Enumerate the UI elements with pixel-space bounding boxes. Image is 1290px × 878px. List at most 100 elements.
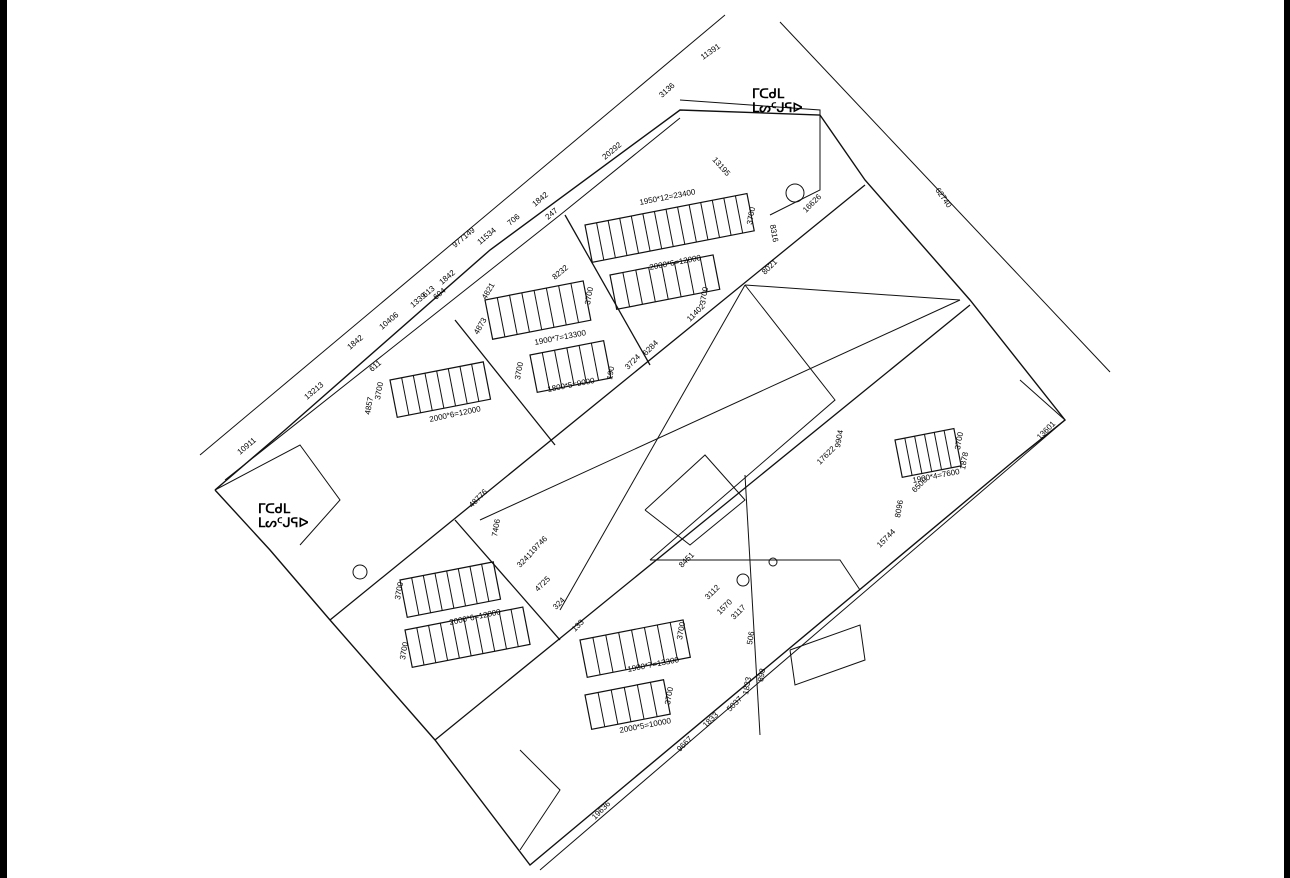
dimension-label: 3700 <box>953 431 965 451</box>
north-wall-inner <box>224 117 681 481</box>
stall-divider <box>631 629 640 668</box>
west-drive-aisle <box>329 184 866 621</box>
ramp-cross-b <box>559 284 746 611</box>
ramp-cross-c <box>744 474 761 736</box>
stall-row <box>529 339 612 394</box>
bottom-dimension-line <box>539 419 1066 871</box>
stall-divider <box>711 200 721 238</box>
stall-divider <box>653 211 663 249</box>
stall-row <box>399 561 502 619</box>
dimension-label: 3112 <box>703 582 722 601</box>
stall-divider <box>605 634 614 673</box>
divider-wall-1 <box>454 319 556 446</box>
stall-divider <box>411 577 420 616</box>
dimension-label: 1842 <box>438 268 458 287</box>
stall-divider <box>439 623 449 661</box>
dimension-label: 2000*6=12000 <box>449 607 503 627</box>
stall-row <box>609 254 721 311</box>
stall-divider <box>590 342 600 381</box>
dimension-label: 1900*7=13300 <box>534 328 588 347</box>
ramp-diagonal <box>649 284 836 561</box>
stall-divider <box>471 364 480 402</box>
ramp-cross-a <box>479 299 961 521</box>
dimension-label: 62740 <box>933 186 953 210</box>
dimension-label: 3700 <box>663 686 675 706</box>
dimension-label: 16626 <box>801 192 823 214</box>
area-label: ᒥᑕᑯᒪ <box>258 501 291 516</box>
dimension-label: 4857 <box>363 396 375 416</box>
stall-divider <box>457 568 467 607</box>
dimension-label: 8232 <box>551 263 571 282</box>
stall-divider <box>412 375 422 413</box>
stall-divider <box>933 432 943 470</box>
dimension-label: 1878 <box>958 451 970 471</box>
stall-divider <box>699 257 708 292</box>
dimension-label: 706 <box>506 212 522 228</box>
stair-core-top <box>679 99 821 216</box>
dimension-label: 8096 <box>893 499 905 519</box>
stall-row <box>584 192 755 264</box>
stall-divider <box>619 218 628 256</box>
dimension-label: 13195 <box>711 155 733 178</box>
stall-divider <box>592 637 601 675</box>
stall-divider <box>635 269 643 305</box>
column-circle <box>768 557 778 567</box>
stall-divider <box>463 618 472 656</box>
dimension-label: 7406 <box>490 518 502 538</box>
dimension-label: 1842 <box>346 333 366 352</box>
stall-divider <box>558 285 567 326</box>
stall-divider <box>914 436 923 474</box>
stall-row <box>389 361 492 419</box>
stall-divider <box>688 204 697 243</box>
dimension-label: 15744 <box>875 527 897 549</box>
stall-divider <box>649 682 658 717</box>
dimension-label: 8316 <box>768 224 780 244</box>
dimension-label: 324 <box>551 595 567 611</box>
column-circle <box>736 573 750 587</box>
stall-divider <box>570 283 580 323</box>
outer-dimension-line <box>199 14 726 456</box>
divider-wall-2 <box>564 214 651 366</box>
stall-divider <box>669 622 678 660</box>
stall-divider <box>481 564 490 602</box>
dimension-label: 4725 <box>533 574 552 593</box>
stall-divider <box>554 350 563 388</box>
stall-divider <box>665 209 674 247</box>
stall-divider <box>446 570 455 609</box>
stall-divider <box>434 573 443 611</box>
area-label: ᒪᔕᑦᒍᕋᐅ <box>752 100 802 115</box>
dimension-label: 3700 <box>698 286 710 306</box>
stall-divider <box>622 272 631 307</box>
stall-divider <box>436 370 445 409</box>
dimension-label: 3700 <box>373 381 385 401</box>
dimension-label: 1833 <box>701 710 720 729</box>
dimension-label: 3700 <box>398 641 410 661</box>
dimension-label: 9904 <box>833 429 845 449</box>
stall-divider <box>578 345 587 383</box>
stall-row <box>579 619 692 679</box>
ramp-top <box>744 284 961 301</box>
column-circle <box>785 183 805 203</box>
corner-detail <box>1014 379 1066 461</box>
east-drive-aisle <box>434 304 971 741</box>
dimension-label: 3700 <box>675 621 687 641</box>
stall-divider <box>401 377 410 416</box>
dimension-label: 48776 <box>467 487 489 509</box>
stall-divider <box>618 632 627 670</box>
stall-divider <box>498 611 507 650</box>
dimension-label: 3136 <box>657 81 677 100</box>
dimension-label: 898 <box>756 667 767 682</box>
dimension-label: 190 <box>605 365 616 380</box>
dimension-label: 19746 <box>527 534 549 556</box>
stall-divider <box>496 297 506 337</box>
stall-row <box>404 606 531 669</box>
stair-core-left <box>214 444 341 546</box>
stall-row <box>584 679 671 731</box>
stall-divider <box>416 627 425 666</box>
stall-divider <box>597 692 606 727</box>
plan-geometry <box>199 14 1111 871</box>
area-label: ᒥᑕᑯᒪ <box>752 86 785 101</box>
stall-divider <box>422 575 432 613</box>
stall-divider <box>642 213 651 252</box>
